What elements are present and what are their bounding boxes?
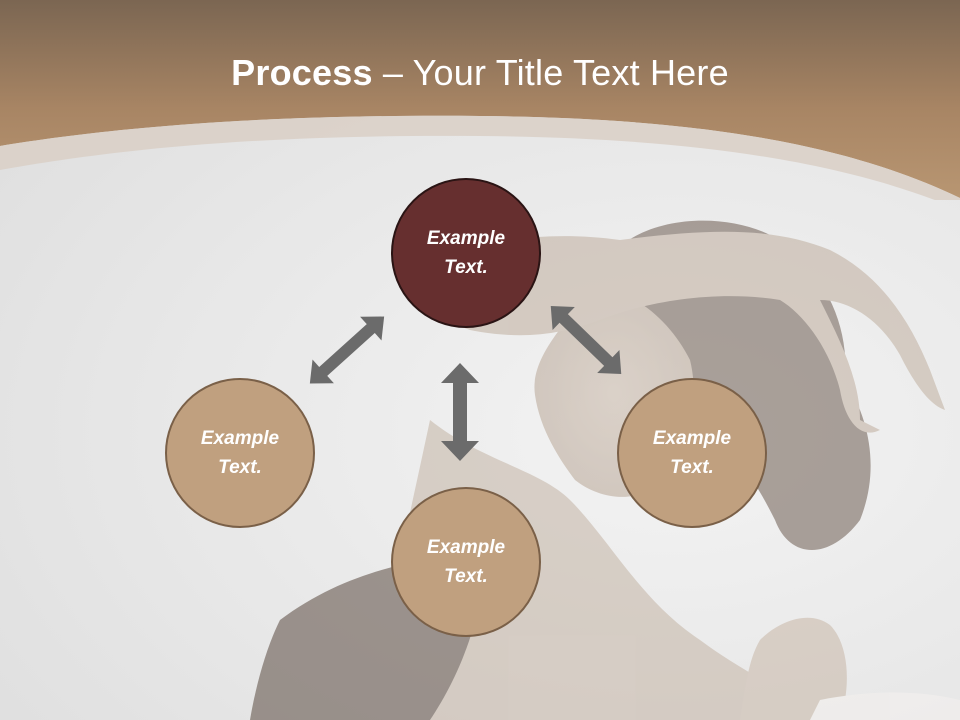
step-bottom-label: Example Text. [426, 537, 506, 587]
title-rest: – Your Title Text Here [372, 52, 729, 93]
step-top-label: Example Text. [426, 228, 506, 278]
slide-title: Process – Your Title Text Here [0, 52, 960, 94]
process-step-bottom[interactable]: Example Text. [391, 487, 541, 637]
title-bold: Process [231, 52, 373, 93]
process-step-left[interactable]: Example Text. [165, 378, 315, 528]
process-step-right[interactable]: Example Text. [617, 378, 767, 528]
process-step-top[interactable]: Example Text. [391, 178, 541, 328]
step-right-label: Example Text. [652, 428, 732, 478]
step-left-label: Example Text. [200, 428, 280, 478]
header-band [0, 0, 960, 200]
